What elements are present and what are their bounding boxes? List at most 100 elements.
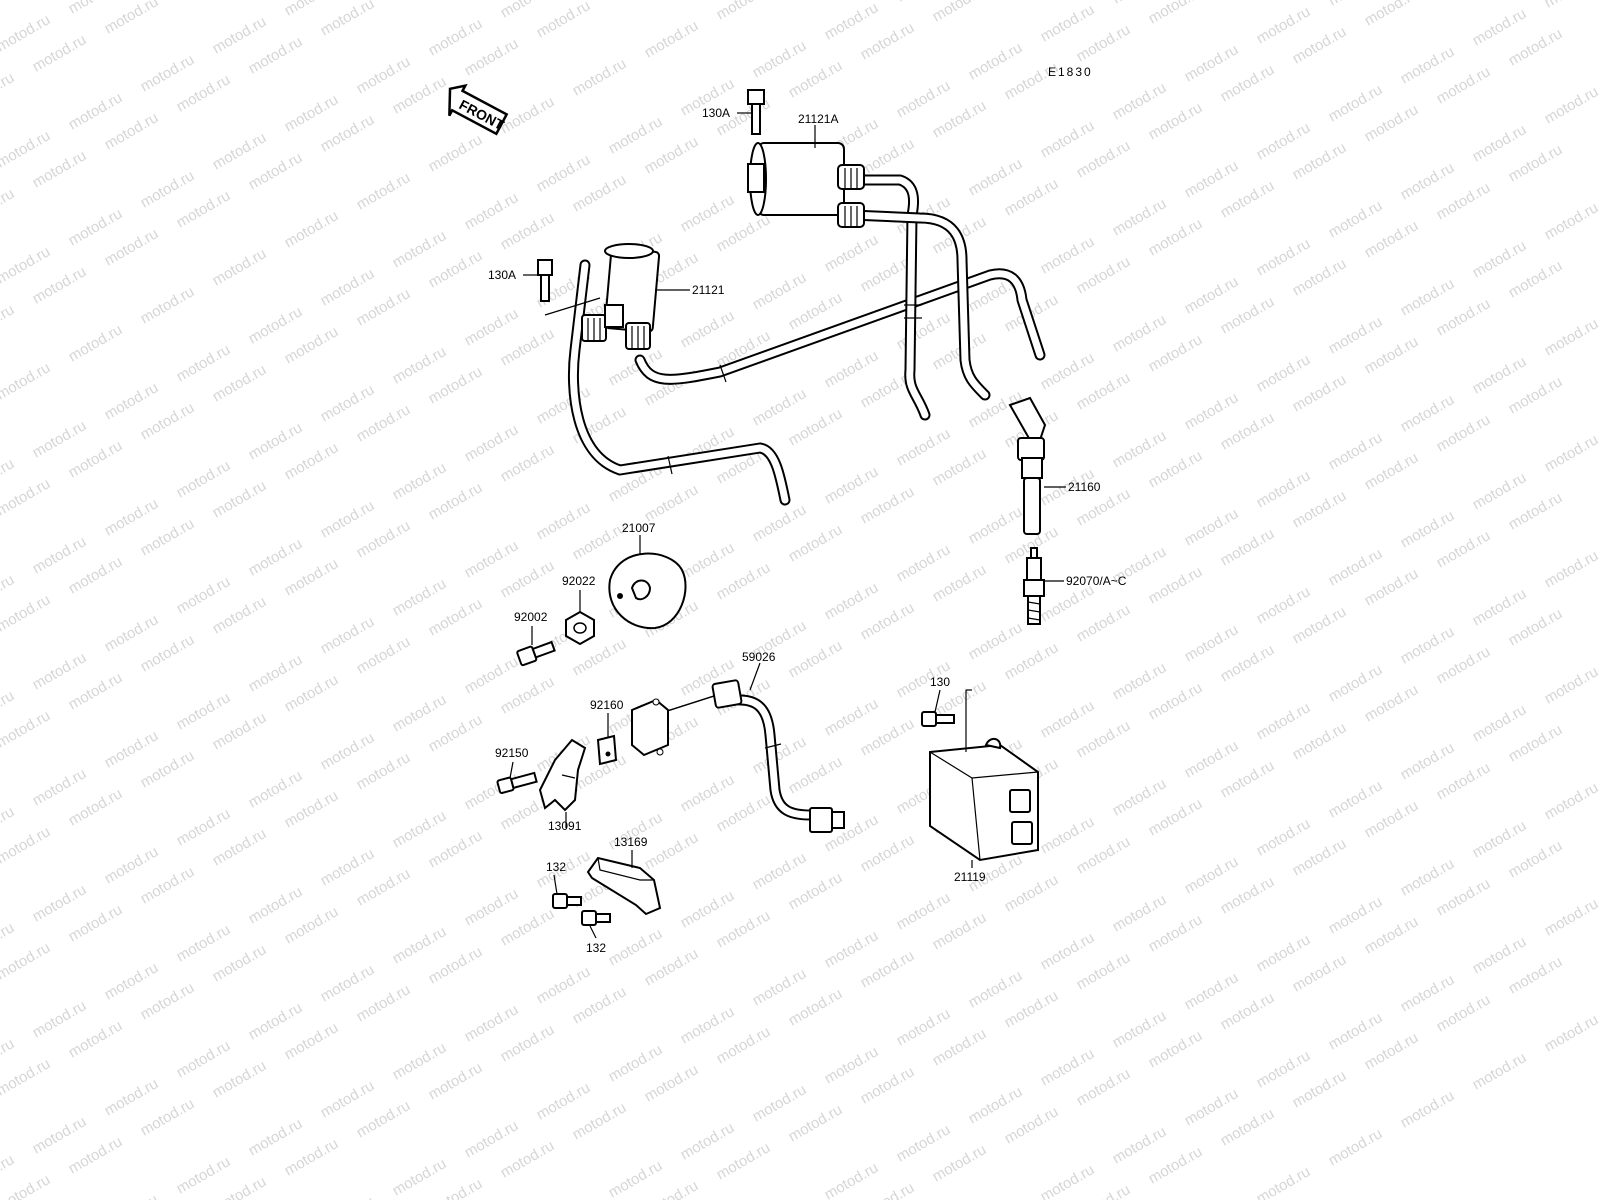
nut-92022[interactable] [565,610,595,646]
pad-92160[interactable] [596,734,618,766]
label-21121a: 21121A [798,112,838,126]
watermark-text: motod.ru [138,399,198,443]
watermark-text: motod.ru [1434,875,1494,919]
watermark-text: motod.ru [1182,969,1242,1013]
watermark-text: motod.ru [678,191,738,235]
watermark-text: motod.ru [1110,1007,1170,1051]
watermark-text: motod.ru [642,133,702,177]
spark-plug-92070[interactable] [1023,547,1045,625]
watermark-text: motod.ru [1038,929,1098,973]
watermark-text: motod.ru [966,967,1026,1011]
watermark-text: motod.ru [1542,779,1600,823]
watermark-text: motod.ru [1182,1085,1242,1129]
bolt-130a-top[interactable] [747,89,765,135]
watermark-text: motod.ru [390,0,450,1]
watermark-text: motod.ru [1434,991,1494,1035]
plug-cap-21160[interactable] [1008,396,1047,535]
watermark-text: motod.ru [138,167,198,211]
ignition-coil-21121[interactable] [581,243,661,350]
bolt-132-top[interactable] [552,893,582,909]
watermark-text: motod.ru [426,943,486,987]
watermark-text: motod.ru [318,0,378,39]
bolt-130a-left[interactable] [537,259,553,302]
pickup-lead-59026[interactable] [663,679,845,833]
watermark-text: motod.ru [498,441,558,485]
watermark-text: motod.ru [138,283,198,327]
watermark-text: motod.ru [642,481,702,525]
watermark-text: motod.ru [318,961,378,1005]
watermark-text: motod.ru [1038,813,1098,857]
cover-13169[interactable] [586,856,662,916]
igniter-21119[interactable] [929,737,1039,862]
bolt-130[interactable] [921,711,955,727]
watermark-text: motod.ru [1326,197,1386,241]
watermark-text: motod.ru [1506,953,1566,997]
watermark-text: motod.ru [894,889,954,933]
ignition-coil-21121a[interactable] [747,142,865,228]
watermark-text: motod.ru [606,1157,666,1200]
watermark-text: motod.ru [66,1133,126,1177]
watermark-text: motod.ru [606,925,666,969]
watermark-text: motod.ru [1362,913,1422,957]
watermark-text: motod.ru [66,89,126,133]
watermark-text: motod.ru [102,1191,162,1200]
watermark-text: motod.ru [0,359,53,403]
bolt-132-bottom[interactable] [581,910,611,926]
watermark-text: motod.ru [462,1001,522,1045]
watermark-text: motod.ru [786,1101,846,1145]
watermark-text: motod.ru [894,1005,954,1049]
watermark-text: motod.ru [66,901,126,945]
watermark-text: motod.ru [1182,505,1242,549]
watermark-text: motod.ru [354,401,414,445]
bolt-92150[interactable] [496,771,538,794]
watermark-text: motod.ru [606,0,666,3]
bolt-92002[interactable] [516,639,556,667]
watermark-text: motod.ru [1398,507,1458,551]
watermark-text: motod.ru [1254,931,1314,975]
watermark-text: motod.ru [1038,117,1098,161]
watermark-text: motod.ru [318,729,378,773]
watermark-text: motod.ru [1146,795,1206,839]
watermark-text: motod.ru [858,599,918,643]
watermark-text: motod.ru [1146,911,1206,955]
pickup-coil[interactable] [631,698,669,757]
watermark-text: motod.ru [1542,0,1600,11]
watermark-text: motod.ru [1398,1087,1458,1131]
watermark-text: motod.ru [1542,895,1600,939]
bracket-13091[interactable] [538,738,587,812]
watermark-text: motod.ru [282,671,342,715]
watermark-text: motod.ru [390,923,450,967]
watermark-text: motod.ru [1290,835,1350,879]
watermark-text: motod.ru [0,301,17,345]
watermark-text: motod.ru [66,553,126,597]
watermark-text: motod.ru [426,827,486,871]
timing-plate-21007[interactable] [608,552,687,630]
watermark-text: motod.ru [498,905,558,949]
watermark-text: motod.ru [1398,855,1458,899]
watermark-text: motod.ru [210,361,270,405]
watermark-text: motod.ru [1254,699,1314,743]
watermark-text: motod.ru [822,463,882,507]
watermark-text: motod.ru [66,1017,126,1061]
watermark-text: motod.ru [354,1097,414,1141]
watermark-text: motod.ru [1074,369,1134,413]
label-13169: 13169 [614,835,648,849]
watermark-text: motod.ru [1074,253,1134,297]
watermark-text: motod.ru [1362,565,1422,609]
watermark-text: motod.ru [138,747,198,791]
watermark-text: motod.ru [1506,257,1566,301]
label-21119: 21119 [954,870,986,884]
watermark-text: motod.ru [1038,1045,1098,1089]
diagram-code: E1830 [1048,65,1093,79]
watermark-text: motod.ru [822,695,882,739]
watermark-text: motod.ru [0,939,53,983]
watermark-text: motod.ru [1290,951,1350,995]
watermark-text: motod.ru [1398,43,1458,87]
watermark-text: motod.ru [894,541,954,585]
watermark-text: motod.ru [1254,119,1314,163]
watermark-text: motod.ru [642,945,702,989]
watermark-text: motod.ru [246,651,306,695]
watermark-text: motod.ru [1542,1011,1600,1055]
watermark-text: motod.ru [1038,1,1098,45]
watermark-text: motod.ru [1362,0,1422,29]
